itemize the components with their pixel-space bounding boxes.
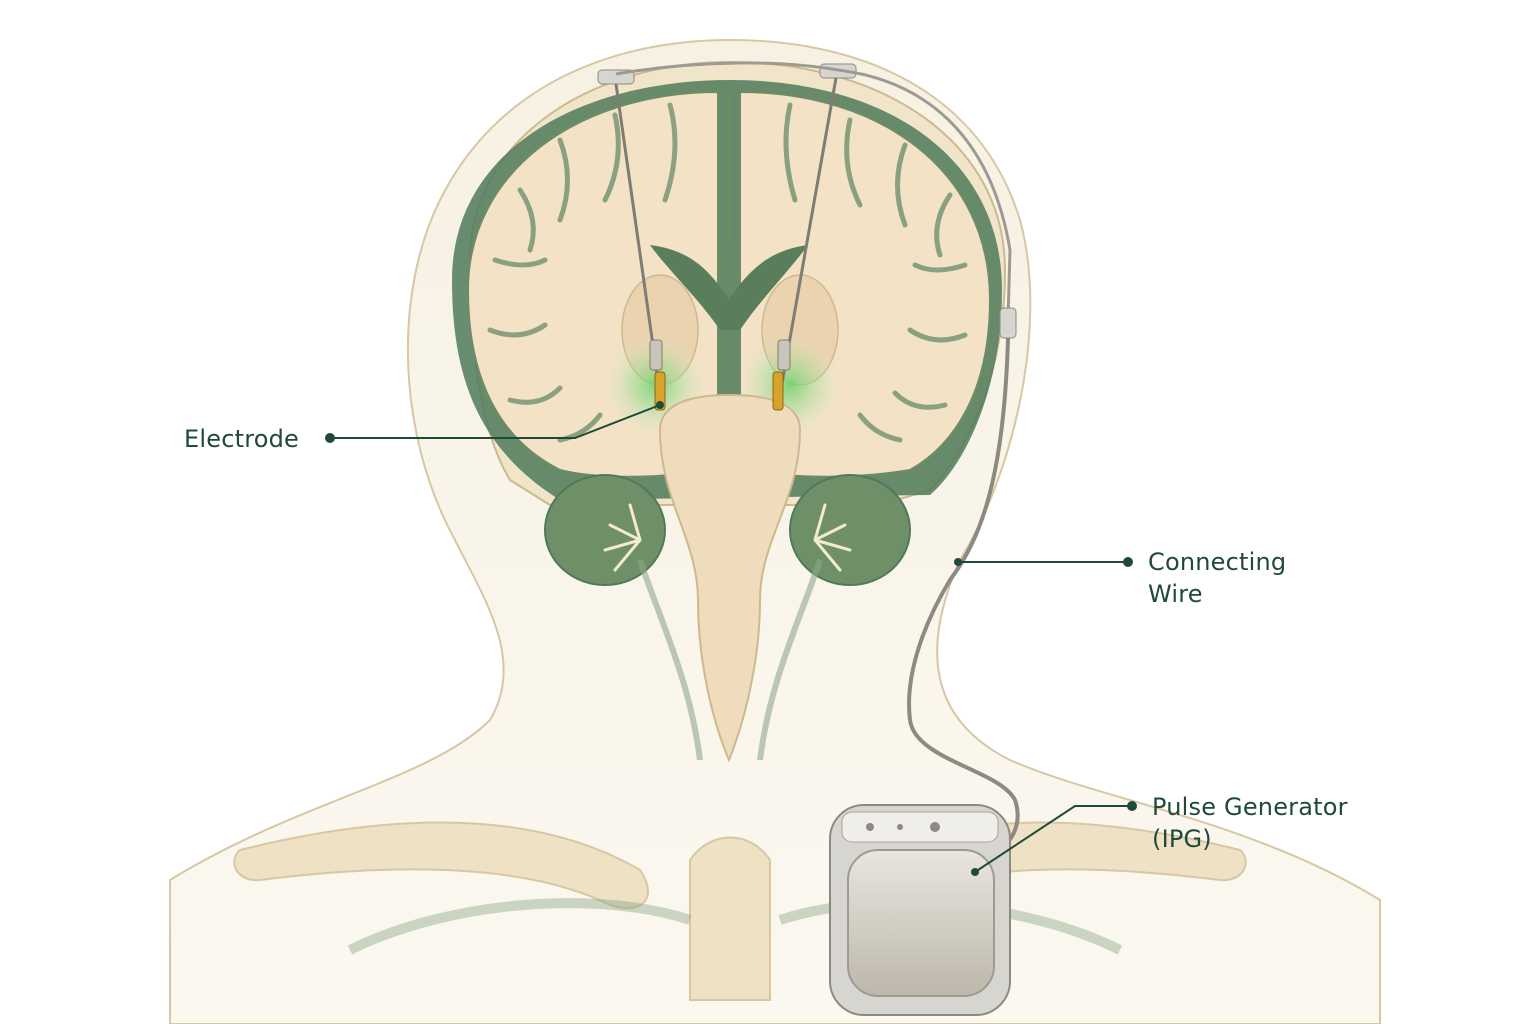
neck-tract-right <box>757 559 823 761</box>
electrode-sleeve-left <box>649 339 663 371</box>
pulse-generator-label-line2: (IPG) <box>1152 825 1212 853</box>
electrode-contacts-right <box>772 371 784 411</box>
electrode-sleeve-right <box>777 339 791 371</box>
pulse-generator-label: Pulse Generator (IPG) <box>1152 791 1348 855</box>
generator-callout-dot <box>1127 801 1137 811</box>
cerebellum-right <box>789 474 911 586</box>
lead-connector <box>999 307 1017 339</box>
lateral-ventricles <box>650 245 808 330</box>
pulse-generator <box>829 804 1011 1016</box>
generator-leader <box>974 805 1132 873</box>
electrode-leader <box>330 404 661 439</box>
wire-target-dot <box>954 558 962 566</box>
brainstem <box>658 393 802 763</box>
electrode-label-text: Electrode <box>184 425 300 453</box>
lead-over-skull <box>615 61 1012 321</box>
callout-dots <box>325 401 1137 876</box>
electrode-target-dot <box>656 401 664 409</box>
electrode-callout-dot <box>325 433 335 443</box>
connecting-wire <box>907 337 1020 862</box>
sulci <box>487 102 968 443</box>
electrode-label: Electrode <box>184 423 299 455</box>
cerebellum-left <box>544 474 666 586</box>
electrode-contacts-left <box>654 371 666 411</box>
connecting-wire-label: Connecting Wire <box>1148 546 1286 610</box>
cerebellum-arbor <box>603 503 852 572</box>
connecting-wire-label-line1: Connecting <box>1148 548 1287 576</box>
pulse-generator-label-line1: Pulse Generator <box>1152 793 1348 821</box>
wire-callout-dot <box>1123 557 1133 567</box>
connecting-wire-label-line2: Wire <box>1148 580 1203 608</box>
generator-target-dot <box>971 868 979 876</box>
callout-lines <box>330 404 1132 873</box>
neck-tract-left <box>637 559 703 761</box>
